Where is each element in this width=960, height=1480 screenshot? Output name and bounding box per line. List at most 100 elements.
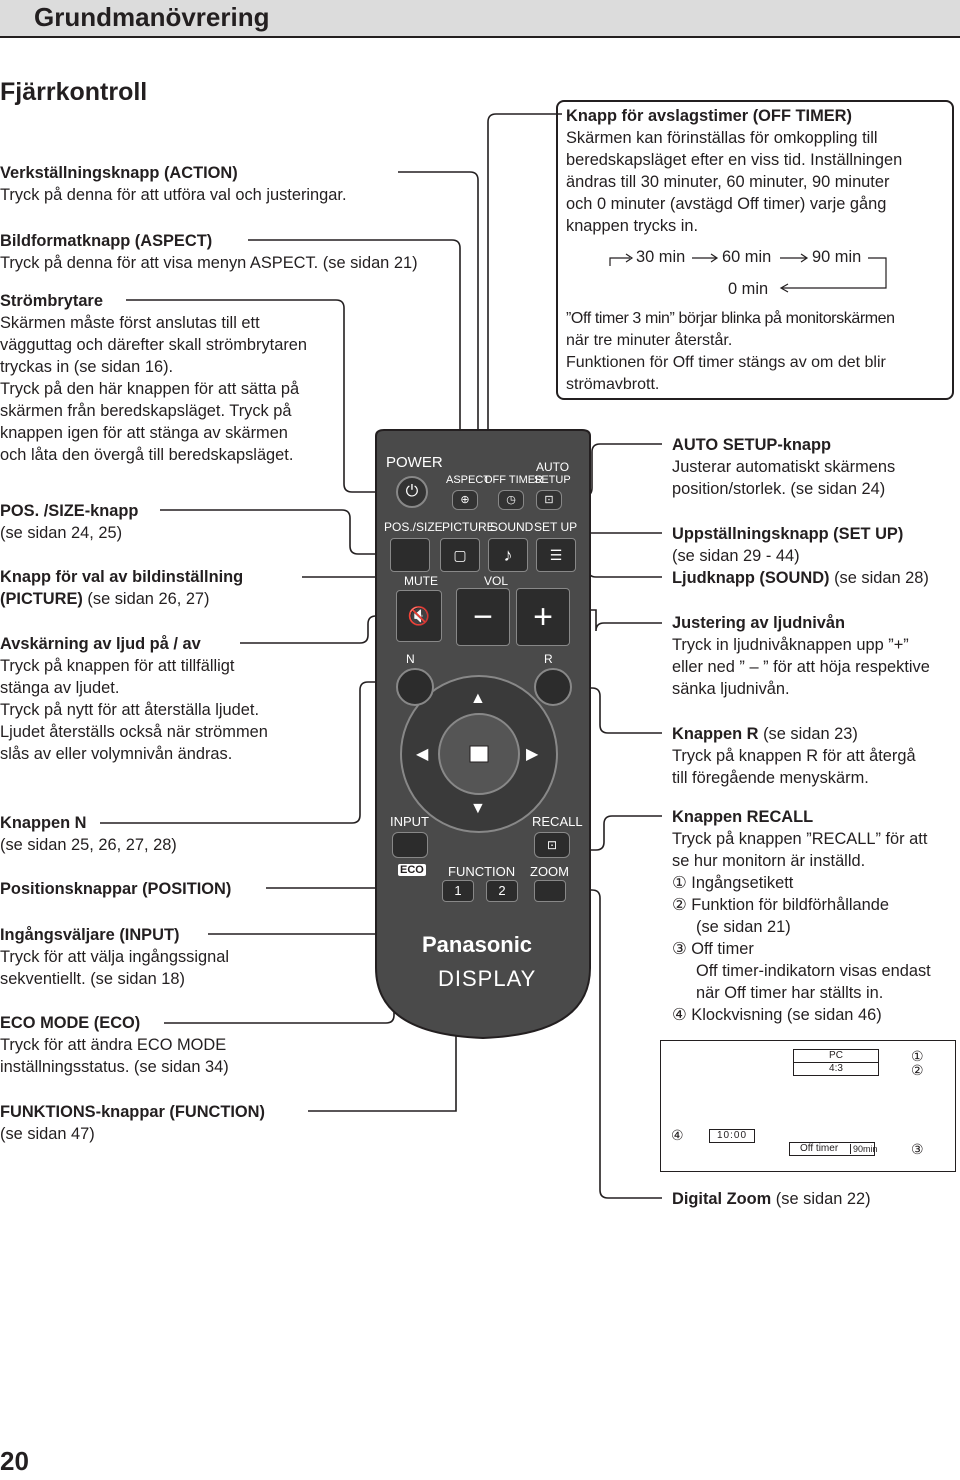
eco-callout: ECO MODE (ECO) Tryck för att ändra ECO M… xyxy=(0,1012,229,1078)
picture-button[interactable]: ▢ xyxy=(440,538,480,572)
position-callout: Positionsknappar (POSITION) xyxy=(0,878,231,900)
zoom-title: Digital Zoom xyxy=(672,1190,772,1208)
offtimer-note-line: ”Off timer 3 min” börjar blinka på monit… xyxy=(566,310,895,327)
recall-item-2: Funktion för bildförhållande xyxy=(691,896,889,914)
cycle-60: 60 min xyxy=(722,248,772,266)
recall-title: Knappen RECALL xyxy=(672,808,814,826)
page-title: Grundmanövrering xyxy=(34,2,270,32)
input-button[interactable] xyxy=(392,832,428,858)
sound-text: (se sidan 28) xyxy=(829,569,929,587)
power-callout: Strömbrytare Skärmen måste först ansluta… xyxy=(0,290,336,466)
recall-button[interactable]: ⊡ xyxy=(534,832,570,858)
r-line: till föregående menyskärm. xyxy=(672,769,869,787)
screen-aspect-label: 4:3 xyxy=(829,1063,843,1074)
dpad-up-button[interactable]: ▲ xyxy=(470,690,486,707)
recall-item-num: ④ xyxy=(672,1006,687,1024)
screen-marker-4: ④ xyxy=(671,1127,684,1143)
autosetup-line: position/storlek. (se sidan 24) xyxy=(672,480,886,498)
label-mute: MUTE xyxy=(404,574,438,588)
volume-line: Tryck in ljudnivåknappen upp ”+” xyxy=(672,636,909,654)
recall-item-num: ① xyxy=(672,874,687,892)
label-possize: POS./SIZE xyxy=(384,520,443,534)
cycle-0: 0 min xyxy=(728,280,769,298)
recall-line: Tryck på knappen ”RECALL” för att xyxy=(672,830,928,848)
label-r: R xyxy=(544,652,553,666)
autosetup-button[interactable]: ⊡ xyxy=(536,490,562,510)
sound-title: Ljudknapp (SOUND) xyxy=(672,569,830,587)
offtimer-callout: Knapp för avslagstimer (OFF TIMER) Skärm… xyxy=(566,105,950,237)
mute-line: Tryck på nytt för att återställa ljudet. xyxy=(0,701,260,719)
display-label: DISPLAY xyxy=(438,966,537,991)
volume-down-button[interactable]: − xyxy=(456,588,510,646)
timer-cycle-diagram xyxy=(609,253,887,293)
volume-title: Justering av ljudnivån xyxy=(672,614,846,632)
function-callout: FUNKTIONS-knappar (FUNCTION) (se sidan 4… xyxy=(0,1101,265,1145)
offtimer-title: Knapp för avslagstimer (OFF TIMER) xyxy=(566,107,852,125)
function-title: FUNKTIONS-knappar (FUNCTION) xyxy=(0,1103,265,1121)
n-text: (se sidan 25, 26, 27, 28) xyxy=(0,836,177,854)
autosetup-title: AUTO SETUP-knapp xyxy=(672,436,832,454)
action-text: Tryck på denna för att utföra val och ju… xyxy=(0,186,347,204)
autosetup-callout: AUTO SETUP-knapp Justerar automatiskt sk… xyxy=(672,434,958,500)
offtimer-note-line: Funktionen för Off timer stängs av om de… xyxy=(566,354,886,371)
mute-title: Avskärning av ljud på / av xyxy=(0,635,201,653)
screen-timer-value: 90min xyxy=(850,1144,878,1154)
sound-button[interactable]: ♪ xyxy=(488,538,528,572)
screen-timer-label: Off timer xyxy=(800,1143,839,1154)
autosetup-line: Justerar automatiskt skärmens xyxy=(672,458,896,476)
r-title: Knappen R xyxy=(672,725,759,743)
label-n: N xyxy=(406,652,415,666)
input-callout: Ingångsväljare (INPUT) Tryck för att väl… xyxy=(0,924,229,990)
aspect-text: Tryck på denna för att visa menyn ASPECT… xyxy=(0,254,418,272)
picture-text: (se sidan 26, 27) xyxy=(82,590,210,608)
eco-button[interactable]: ECO xyxy=(398,864,426,876)
label-offtimer: OFF TIMER xyxy=(484,474,544,486)
function-1-button[interactable]: 1 xyxy=(442,880,474,902)
label-setup: SET UP xyxy=(534,520,578,534)
offtimer-button[interactable]: ◷ xyxy=(498,490,524,510)
aspect-callout: Bildformatknapp (ASPECT) Tryck på denna … xyxy=(0,230,418,274)
screen-marker-3: ③ xyxy=(911,1141,924,1157)
setup-button[interactable]: ☰ xyxy=(536,538,576,572)
recall-item-3b: Off timer-indikatorn visas endast xyxy=(696,962,931,980)
aspect-button[interactable]: ⊕ xyxy=(452,490,478,510)
function-2-button[interactable]: 2 xyxy=(486,880,518,902)
label-power: POWER xyxy=(386,454,443,471)
offtimer-box xyxy=(556,100,954,400)
setup-text: (se sidan 29 - 44) xyxy=(672,547,800,565)
possize-button[interactable] xyxy=(390,538,430,572)
label-recall: RECALL xyxy=(532,814,583,829)
input-line: Tryck för att välja ingångssignal xyxy=(0,948,229,966)
function-text: (se sidan 47) xyxy=(0,1125,95,1143)
cycle-90: 90 min xyxy=(812,248,862,266)
dpad-down-button[interactable]: ▼ xyxy=(470,800,486,817)
r-button[interactable] xyxy=(534,668,572,706)
n-button[interactable] xyxy=(396,668,434,706)
screen-clock: 10:00 xyxy=(716,1130,748,1141)
recall-callout: Knappen RECALL Tryck på knappen ”RECALL”… xyxy=(672,806,958,872)
offtimer-note: ”Off timer 3 min” börjar blinka på monit… xyxy=(566,308,950,396)
input-title: Ingångsväljare (INPUT) xyxy=(0,926,180,944)
power-line: tryckas in (se sidan 16). xyxy=(0,358,174,376)
screen-marker-2: ② xyxy=(911,1062,924,1078)
mute-button[interactable]: 🔇 xyxy=(396,590,442,642)
n-callout: Knappen N (se sidan 25, 26, 27, 28) xyxy=(0,812,177,856)
label-aspect: ASPECT xyxy=(446,474,491,486)
mute-line: Ljudet återställs också när strömmen xyxy=(0,723,268,741)
zoom-button[interactable] xyxy=(534,880,566,902)
volume-up-button[interactable]: + xyxy=(516,588,570,646)
power-line: Tryck på den här knappen för att sätta p… xyxy=(0,380,300,398)
label-function: FUNCTION xyxy=(448,864,516,879)
dpad-left-button[interactable]: ◀ xyxy=(416,746,429,763)
label-auto: AUTO xyxy=(536,460,570,474)
eco-title: ECO MODE (ECO) xyxy=(0,1014,141,1032)
action-button[interactable] xyxy=(468,744,490,766)
mute-callout: Avskärning av ljud på / av Tryck på knap… xyxy=(0,633,312,765)
dpad-right-button[interactable]: ▶ xyxy=(526,746,539,763)
recall-item-num: ③ xyxy=(672,940,687,958)
r-line: Tryck på knappen R för att återgå xyxy=(672,747,916,765)
cycle-30: 30 min xyxy=(636,248,686,266)
power-button[interactable]: ⏻ xyxy=(396,476,428,508)
offtimer-line: knappen trycks in. xyxy=(566,217,699,235)
recall-item-3c: när Off timer har ställts in. xyxy=(696,984,884,1002)
